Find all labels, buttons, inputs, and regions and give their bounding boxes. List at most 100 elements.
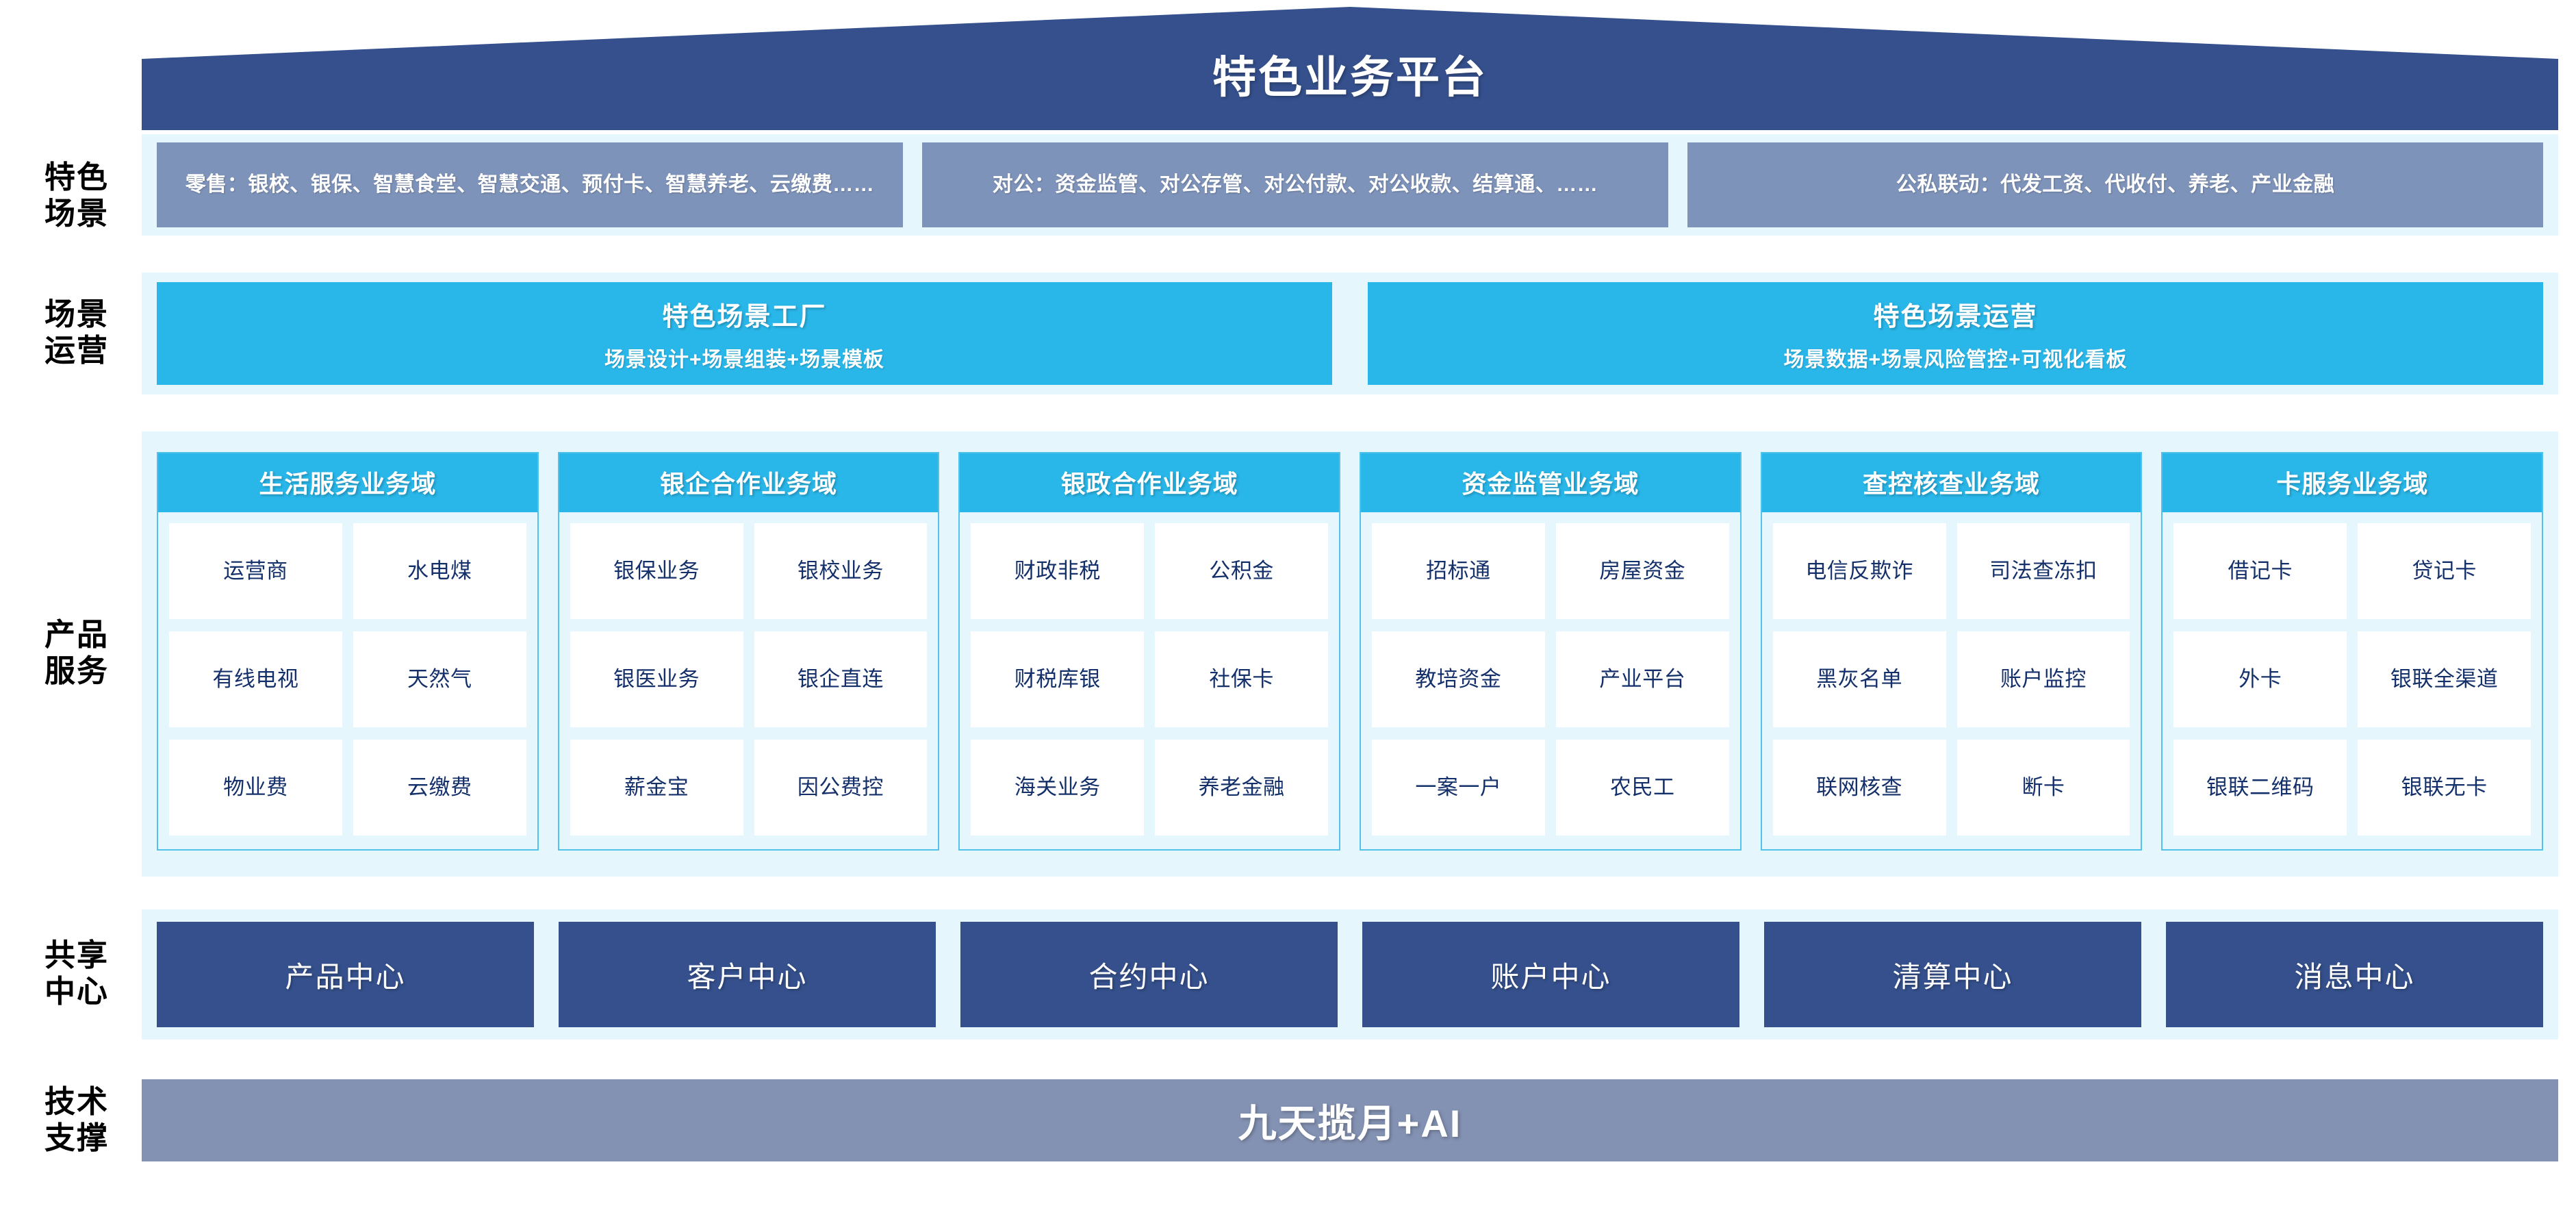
product-cell-line: 全渠道 (2433, 666, 2499, 691)
product-cell-line: 银联 (2206, 775, 2250, 799)
product-cell-line: 反欺诈 (1848, 558, 1913, 583)
product-cell-line: 银保业务 (613, 558, 700, 583)
product-cell[interactable]: 运营商 (169, 523, 342, 619)
operations-band: 特色场景工厂 场景设计+场景组装+场景模板 特色场景运营 场景数据+场景风险管控… (142, 273, 2558, 394)
row-label-product-line1: 产品 (44, 617, 109, 652)
operations-subtitle: 场景数据+场景风险管控+可视化看板 (1783, 348, 2128, 371)
domain-column-title: 银政合作业务域 (960, 453, 1340, 512)
domain-column-title: 资金监管业务域 (1361, 453, 1740, 512)
product-cell[interactable]: 薪金宝 (570, 740, 743, 835)
domain-cell-grid: 招标通 房屋资金教培资金 产业平台一案一户 农民工 (1361, 512, 1740, 849)
product-cell[interactable]: 黑灰名单 (1772, 631, 1946, 727)
product-cell-line: 外卡 (2239, 666, 2282, 691)
product-cell-line: 薪金宝 (624, 775, 689, 799)
product-cell[interactable]: 产业平台 (1555, 631, 1729, 727)
product-cell[interactable]: 银联无卡 (2358, 740, 2532, 835)
product-cell[interactable]: 银保业务 (570, 523, 743, 619)
product-cell-line: 贷记卡 (2412, 558, 2477, 583)
product-cell[interactable]: 社保卡 (1155, 631, 1329, 727)
product-cell-line: 社保卡 (1209, 666, 1274, 691)
domain-cell-grid: 财政非税 公积金财税库银 社保卡海关业务 养老金融 (960, 512, 1339, 849)
product-cell[interactable]: 司法查冻扣 (1956, 523, 2130, 619)
product-cell-line: 农民工 (1610, 775, 1675, 799)
product-cell[interactable]: 电信反欺诈 (1772, 523, 1946, 619)
shared-center-band: 产品中心客户中心合约中心账户中心清算中心消息中心 (142, 909, 2558, 1040)
shared-center-box[interactable]: 消息中心 (2166, 922, 2543, 1027)
domain-column-title: 生活服务业务域 (158, 453, 537, 512)
product-cell-line: 银企直连 (797, 666, 884, 691)
shared-center-box[interactable]: 账户中心 (1362, 922, 1739, 1027)
row-label-tech-line1: 技术 (44, 1084, 109, 1119)
product-cell[interactable]: 公积金 (1155, 523, 1329, 619)
product-cell[interactable]: 物业费 (169, 740, 342, 835)
product-cell-line: 联网核查 (1816, 775, 1903, 799)
product-cell-line: 水电煤 (407, 558, 472, 583)
product-service-band: 生活服务业务域运营商水电煤有线电视天然气物业费云缴费银企合作业务域银保业务银校业… (142, 431, 2558, 877)
product-cell[interactable]: 水电煤 (353, 523, 526, 619)
domain-column[interactable]: 资金监管业务域招标通 房屋资金教培资金 产业平台一案一户 农民工 (1360, 452, 1742, 851)
scene-band: 零售：银校、银保、智慧食堂、智慧交通、预付卡、智慧养老、云缴费…… 对公：资金监… (142, 134, 2558, 236)
product-cell[interactable]: 银医业务 (570, 631, 743, 727)
domain-column[interactable]: 银企合作业务域银保业务银校业务银医业务银企直连薪金宝因公费控 (557, 452, 940, 851)
product-cell-line: 查冻扣 (2032, 558, 2097, 583)
product-cell[interactable]: 天然气 (353, 631, 526, 727)
domain-column[interactable]: 查控核查业务域电信反欺诈司法查冻扣黑灰名单账户监控联网核查断卡 (1760, 452, 2143, 851)
operations-box-scene-operation[interactable]: 特色场景运营 场景数据+场景风险管控+可视化看板 (1368, 282, 2543, 385)
product-cell[interactable]: 教培资金 (1372, 631, 1545, 727)
product-cell[interactable]: 有线电视 (169, 631, 342, 727)
scene-box-list: 零售：银校、银保、智慧食堂、智慧交通、预付卡、智慧养老、云缴费…… 对公：资金监… (142, 134, 2558, 236)
product-cell-line: 司法 (1989, 558, 2033, 583)
product-cell[interactable]: 银企直连 (754, 631, 928, 727)
platform-roof: 特色业务平台 (142, 7, 2558, 130)
product-cell[interactable]: 联网核查 (1772, 740, 1946, 835)
product-cell[interactable]: 云缴费 (353, 740, 526, 835)
product-cell[interactable]: 银联二维码 (2173, 740, 2347, 835)
product-cell[interactable]: 借记卡 (2173, 523, 2347, 619)
product-cell-line: 财政非税 (1014, 558, 1101, 583)
product-cell[interactable]: 因公费控 (754, 740, 928, 835)
operations-box-scene-factory[interactable]: 特色场景工厂 场景设计+场景组装+场景模板 (157, 282, 1332, 385)
product-cell-line: 海关业务 (1014, 775, 1101, 799)
product-cell-line: 招标通 (1426, 558, 1491, 583)
product-cell-line: 借记卡 (2228, 558, 2293, 583)
domain-column[interactable]: 卡服务业务域借记卡贷记卡外卡银联全渠道银联二维码银联无卡 (2161, 452, 2544, 851)
domain-column[interactable]: 银政合作业务域财政非税 公积金财税库银 社保卡海关业务 养老金融 (958, 452, 1341, 851)
product-cell[interactable]: 账户监控 (1956, 631, 2130, 727)
row-label-tech-line2: 支撑 (44, 1120, 109, 1156)
shared-center-box[interactable]: 合约中心 (960, 922, 1338, 1027)
scene-box-retail[interactable]: 零售：银校、银保、智慧食堂、智慧交通、预付卡、智慧养老、云缴费…… (157, 142, 903, 227)
domain-column-title: 卡服务业务域 (2163, 453, 2542, 512)
product-cell[interactable]: 海关业务 (971, 740, 1145, 835)
shared-center-box[interactable]: 清算中心 (1764, 922, 2141, 1027)
product-cell-line: 天然气 (407, 666, 472, 691)
row-label-scene-line2: 场景 (44, 196, 109, 231)
product-cell[interactable]: 外卡 (2173, 631, 2347, 727)
product-cell[interactable]: 招标通 (1372, 523, 1545, 619)
product-cell[interactable]: 农民工 (1555, 740, 1729, 835)
product-cell[interactable]: 银校业务 (754, 523, 928, 619)
product-cell[interactable]: 断卡 (1956, 740, 2130, 835)
page-title: 特色业务平台 (1212, 53, 1488, 102)
domain-column[interactable]: 生活服务业务域运营商 水电煤有线电视 天然气物业费 云缴费 (157, 452, 539, 851)
product-cell-line: 教培资金 (1415, 666, 1502, 691)
product-cell[interactable]: 养老金融 (1155, 740, 1329, 835)
product-cell[interactable]: 贷记卡 (2358, 523, 2532, 619)
tech-support-label: 九天揽月+AI (1238, 1101, 1462, 1145)
shared-center-box[interactable]: 产品中心 (157, 922, 534, 1027)
scene-box-linkage[interactable]: 公私联动：代发工资、代收付、养老、产业金融 (1687, 142, 2543, 227)
product-cell[interactable]: 财政非税 (971, 523, 1145, 619)
product-cell[interactable]: 一案一户 (1372, 740, 1545, 835)
product-cell[interactable]: 财税库银 (971, 631, 1145, 727)
product-cell-line: 云缴费 (407, 775, 472, 799)
product-cell[interactable]: 银联全渠道 (2358, 631, 2532, 727)
row-label-operations: 场景 运营 (15, 296, 138, 368)
row-label-shared: 共享 中心 (15, 937, 138, 1009)
domain-cell-grid: 运营商 水电煤有线电视 天然气物业费 云缴费 (158, 512, 537, 849)
product-cell-line: 运营商 (223, 558, 288, 583)
row-label-shared-line2: 中心 (44, 974, 109, 1009)
scene-box-corporate[interactable]: 对公：资金监管、对公存管、对公付款、对公收款、结算通、…… (922, 142, 1668, 227)
product-cell[interactable]: 房屋资金 (1555, 523, 1729, 619)
shared-center-box[interactable]: 客户中心 (559, 922, 936, 1027)
product-cell-line: 房屋资金 (1599, 558, 1686, 583)
